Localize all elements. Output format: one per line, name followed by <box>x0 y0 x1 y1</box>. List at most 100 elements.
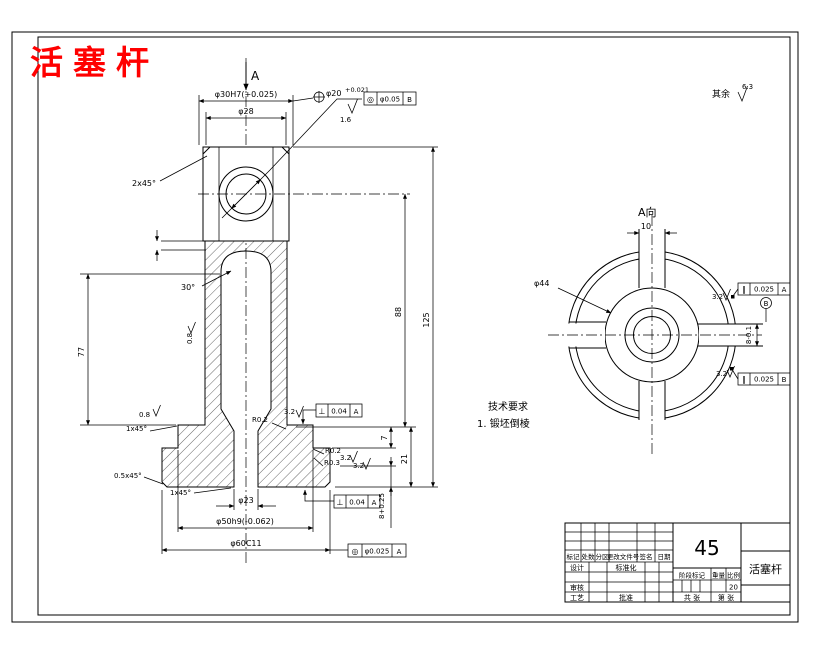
fcf-slot-top: ∥ 0.025 A <box>731 282 791 299</box>
fcf-face-top: ⊥ 0.04 A <box>301 403 363 425</box>
tb-chushu: 处数 <box>582 552 596 561</box>
tb-biaoji: 标记 <box>567 552 581 561</box>
rod-section-profile <box>161 240 331 488</box>
dim-88: 88 <box>394 307 403 317</box>
r-03: R0.3 <box>324 459 340 467</box>
leader-angle30 <box>201 270 232 287</box>
dim-d28: φ28 <box>238 107 253 116</box>
rough-32a: 3.2 <box>284 408 295 416</box>
tb-qianming: 签名 <box>640 552 653 561</box>
svg-text:B: B <box>782 376 787 384</box>
rough-08b: 0.8 <box>139 404 161 419</box>
chamfer-05x45: 0.5x45° <box>114 472 142 480</box>
tb-shenhe: 审核 <box>570 583 584 592</box>
tb-pizhun: 批准 <box>619 593 633 602</box>
svg-text:0.04: 0.04 <box>331 408 347 416</box>
tb-sheet-no: 第 张 <box>718 593 734 602</box>
tb-genggai: 更改文件号 <box>607 552 640 561</box>
svg-text:⊥: ⊥ <box>319 407 326 416</box>
tb-biaozhunhua: 标准化 <box>616 563 637 572</box>
page-title: 活塞杆 <box>30 43 159 82</box>
dim-d50: φ50h9(-0.062) <box>216 517 274 526</box>
svg-text:◎: ◎ <box>352 547 359 556</box>
tb-sheji: 设计 <box>570 563 584 572</box>
dim-d60: φ60C11 <box>230 539 261 548</box>
svg-text:φ0.05: φ0.05 <box>380 96 400 104</box>
tb-sheet-total: 共 张 <box>684 593 700 602</box>
fcf-face-bottom: ⊥ 0.04 A <box>303 489 381 509</box>
tb-gongyi: 工艺 <box>570 594 584 602</box>
svg-text:A: A <box>782 286 787 294</box>
fcf-flange: ◎ φ0.025 A <box>347 543 407 558</box>
qiyu-label: 其余 <box>712 88 730 100</box>
roughness-icon <box>737 85 748 102</box>
dim-d30: φ30H7(+0.025) <box>215 90 277 99</box>
datum-b-symbol: B <box>760 297 772 322</box>
side-rough-32b: 3.2 <box>716 370 727 378</box>
front-view: A φ30H7(+0.025) φ28 <box>77 58 438 566</box>
svg-text:0.025: 0.025 <box>754 376 774 384</box>
dim-8: 8+0.25 <box>378 493 386 519</box>
side-view: A向 10 φ44 8-0.1 3.2 <box>534 205 791 456</box>
dim-10: 10 <box>641 222 651 231</box>
svg-text:∥: ∥ <box>742 375 746 384</box>
dim-d44: φ44 <box>534 279 549 288</box>
svg-text:B: B <box>764 300 769 308</box>
svg-text:∥: ∥ <box>742 285 746 294</box>
fcf-slot-bottom: ∥ 0.025 B <box>730 367 791 386</box>
rough-08a: 0.8 <box>186 321 196 344</box>
datum-target-icon <box>292 91 325 103</box>
general-roughness: 其余 6.3 <box>712 83 753 102</box>
tech-req-heading: 技术要求 <box>488 400 528 413</box>
rough-16: 1.6 <box>340 116 352 124</box>
chamfer-1x45a: 1x45° <box>126 425 147 433</box>
tb-jieduan: 阶段标记 <box>679 571 706 580</box>
svg-text:A: A <box>397 548 402 556</box>
dim-8-slot: 8-0.1 <box>745 326 753 344</box>
tb-zhongliang: 重量 <box>712 572 726 580</box>
rough-32b: 3.2 <box>340 454 351 462</box>
material-grade: 45 <box>694 536 719 560</box>
part-name: 活塞杆 <box>749 562 782 576</box>
roughness-icon <box>347 98 358 114</box>
fcf-hole: ◎ φ0.05 B <box>363 91 417 106</box>
sheet-border <box>11 31 799 623</box>
rough-32c: 3.2 <box>353 462 364 470</box>
svg-text:0.8: 0.8 <box>186 333 194 344</box>
svg-text:A: A <box>372 499 377 507</box>
svg-text:0.04: 0.04 <box>349 499 365 507</box>
view-a-label: A向 <box>638 205 657 219</box>
chamfer-1x45b: 1x45° <box>170 489 191 497</box>
svg-text:◎: ◎ <box>367 95 374 104</box>
tb-bili: 比例 <box>727 571 740 580</box>
chamfer-2x45: 2x45° <box>132 179 156 188</box>
dim-125: 125 <box>422 312 431 327</box>
angle-30: 30° <box>181 283 195 292</box>
r-02a: R0.2 <box>252 416 268 424</box>
dim-d23: φ23 <box>238 496 253 505</box>
svg-text:A: A <box>354 408 359 416</box>
dim-d20-tol: +0.021 <box>345 86 369 94</box>
svg-text:⊥: ⊥ <box>337 498 344 507</box>
dim-77: 77 <box>77 347 86 357</box>
svg-text:0.025: 0.025 <box>754 286 774 294</box>
dim-7: 7 <box>380 435 389 440</box>
dim-d20: φ20 <box>326 89 341 98</box>
tb-fenqu: 分区 <box>596 552 610 561</box>
svg-text:0.8: 0.8 <box>139 411 150 419</box>
leader-chamfer2 <box>159 155 208 182</box>
svg-text:φ0.025: φ0.025 <box>365 548 390 556</box>
r-02b: R0.2 <box>325 447 341 455</box>
title-block: 标记 处数 分区 更改文件号 签名 日期 设计 标准化 审核 工艺 批准 45 … <box>564 522 791 603</box>
tech-req-item1: 1. 锻坯倒棱 <box>477 417 530 430</box>
tb-scale-value: 20 <box>729 584 738 592</box>
tb-riqi: 日期 <box>658 553 672 561</box>
dim-21: 21 <box>400 454 409 464</box>
tech-requirements: 技术要求 1. 锻坯倒棱 <box>477 400 530 430</box>
general-roughness-value: 6.3 <box>742 83 753 91</box>
side-rough-32a: 3.2 <box>712 293 723 301</box>
svg-text:B: B <box>407 96 412 104</box>
leader-d44 <box>557 287 612 314</box>
